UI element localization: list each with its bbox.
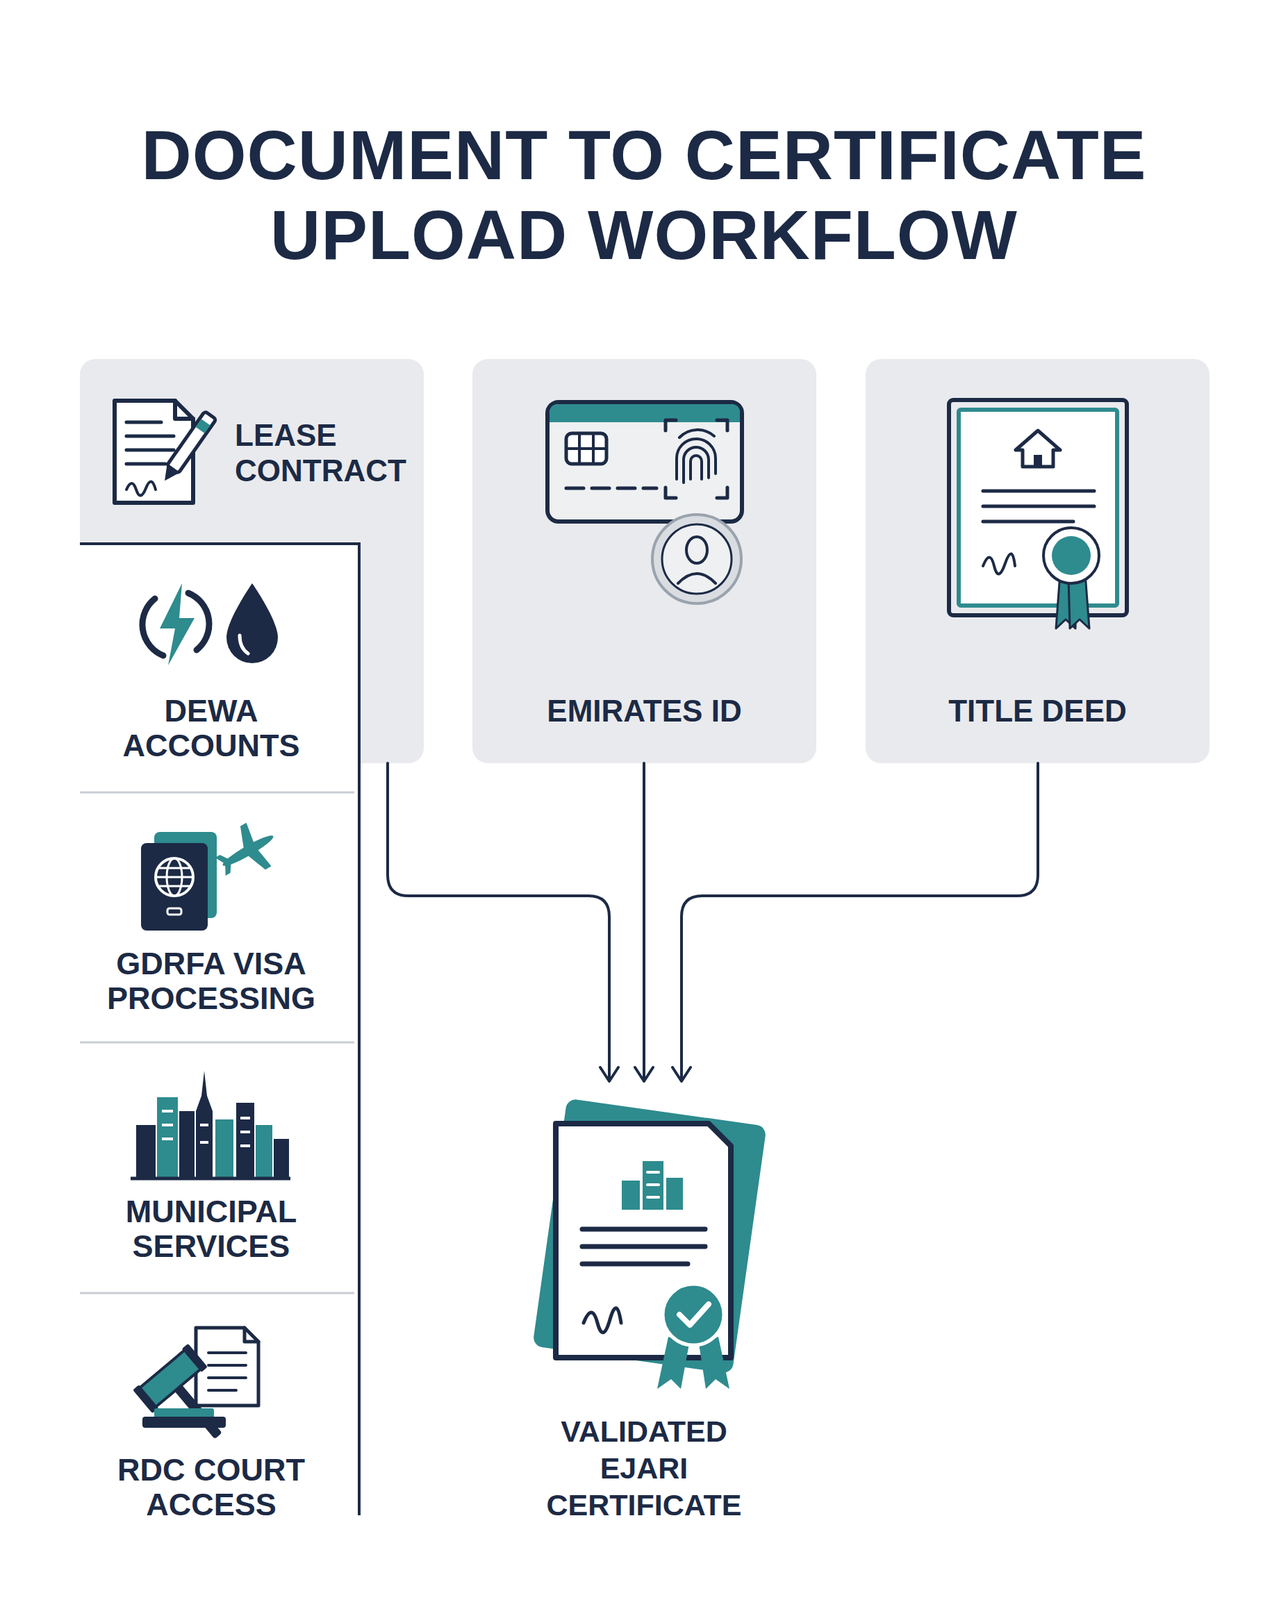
node-label: RDC COURT ACCESS [86, 1453, 337, 1523]
skyline-icon [130, 1071, 291, 1179]
certificate-icon-part [532, 1099, 767, 1375]
certificate-icon-part [647, 1172, 659, 1198]
certificate-icon-part [666, 1178, 683, 1211]
passport-icon-part [154, 832, 217, 919]
flow-arrow [387, 763, 619, 1082]
gavel-icon-part [142, 1417, 226, 1429]
passport-icon-part [155, 858, 194, 897]
passport-icon-part [166, 858, 183, 897]
utility-icon-part [159, 583, 195, 666]
skyline-icon-part [136, 1125, 156, 1179]
utility-icon [142, 583, 278, 666]
node-label: GDRFA VISA PROCESSING [86, 946, 337, 1017]
passport-icon [141, 814, 286, 931]
skyline-icon-part [255, 1125, 273, 1179]
output-certificate: VALIDATED EJARI CERTIFICATE [510, 1081, 779, 1555]
service-item: DEWA ACCOUNTS [79, 543, 360, 793]
node-label: LEASE CONTRACT [234, 417, 426, 489]
utility-icon-part [226, 583, 278, 664]
flow-arrow [672, 763, 1038, 1082]
flow-arrow [634, 763, 654, 1082]
gavel-icon [132, 1328, 259, 1460]
node-label: TITLE DEED [865, 693, 1210, 730]
passport-icon-part-part [215, 851, 237, 877]
gavel-icon-part [244, 1328, 259, 1343]
passport-icon-part [167, 908, 182, 915]
certificate-icon [532, 1099, 767, 1390]
gavel-icon-part [154, 1408, 214, 1419]
utility-icon-part [142, 598, 164, 656]
gavel-icon-part-part [137, 1349, 203, 1410]
node-label: VALIDATED EJARI CERTIFICATE [525, 1413, 763, 1525]
skyline-icon-part [215, 1119, 234, 1179]
document-box: TITLE DEED [865, 359, 1210, 764]
certificate-icon-part [555, 1124, 731, 1359]
passport-icon-part [155, 868, 194, 887]
diagram-title: DOCUMENT TO CERTIFICATE UPLOAD WORKFLOW [122, 115, 1166, 276]
skyline-icon-part [130, 1177, 291, 1182]
certificate-icon-part [698, 1337, 730, 1390]
skyline-icon-part [273, 1139, 290, 1179]
utility-icon-part [188, 593, 210, 651]
gavel-icon-part [132, 1344, 246, 1460]
panel-separator-part [79, 791, 355, 795]
panel-separator-part [79, 1292, 355, 1295]
node-label: DEWA ACCOUNTS [86, 694, 337, 764]
passport-icon-part [141, 843, 208, 931]
certificate-icon-part [679, 1304, 709, 1326]
skyline-icon-part [161, 1111, 251, 1147]
gavel-icon-part [195, 1328, 259, 1407]
gavel-icon-part-part [182, 1344, 208, 1373]
skyline-icon-part [179, 1111, 195, 1179]
panel-separator [79, 792, 355, 1294]
passport-icon-part-part [220, 832, 276, 870]
certificate-icon-part [621, 1181, 640, 1211]
certificate-icon-part [582, 1229, 706, 1265]
gavel-icon-part [208, 1353, 246, 1391]
service-item: RDC COURT ACCESS [79, 1293, 360, 1516]
certificate-icon-part [657, 1337, 690, 1390]
skyline-icon-part [236, 1103, 255, 1179]
document-box: EMIRATES ID [472, 359, 817, 764]
node-label: MUNICIPAL SERVICES [86, 1194, 337, 1265]
service-item: GDRFA VISA PROCESSING [79, 792, 360, 1043]
utility-icon-part [239, 635, 249, 654]
certificate-icon-part [583, 1308, 622, 1334]
skyline-icon-part [157, 1097, 178, 1179]
gavel-icon-part-part [132, 1385, 159, 1414]
passport-icon-part [207, 814, 286, 889]
passport-icon-part-part [232, 823, 272, 875]
node-label: EMIRATES ID [472, 693, 817, 730]
service-item: MUNICIPAL SERVICES [79, 1042, 360, 1294]
skyline-icon-part [195, 1071, 213, 1179]
panel-separator-part [79, 1042, 355, 1045]
services-panel [79, 542, 361, 1516]
certificate-icon-part [642, 1161, 664, 1211]
certificate-icon-part [662, 1284, 724, 1346]
gavel-icon-part-part [173, 1384, 223, 1440]
